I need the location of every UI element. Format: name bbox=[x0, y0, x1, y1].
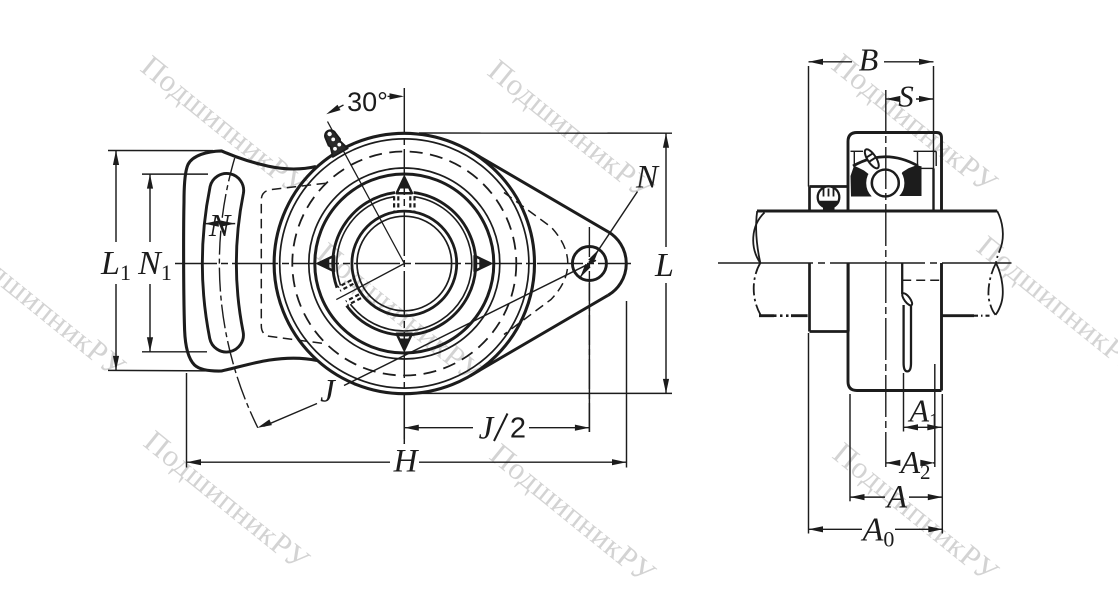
svg-text:N: N bbox=[635, 160, 660, 196]
svg-text:B: B bbox=[859, 42, 879, 78]
svg-text:A: A bbox=[885, 480, 908, 516]
svg-text:J: J bbox=[479, 411, 495, 447]
svg-text:30°: 30° bbox=[347, 87, 388, 117]
svg-text:2: 2 bbox=[510, 413, 526, 445]
svg-text:L: L bbox=[654, 247, 674, 284]
svg-text:J: J bbox=[320, 374, 336, 410]
svg-text:H: H bbox=[393, 444, 420, 480]
svg-text:S: S bbox=[898, 79, 914, 114]
svg-text:N: N bbox=[208, 207, 232, 243]
